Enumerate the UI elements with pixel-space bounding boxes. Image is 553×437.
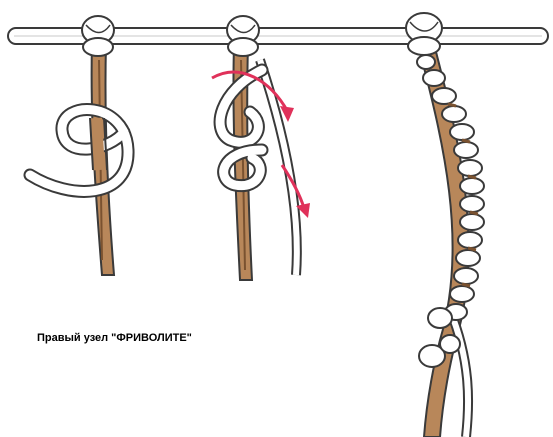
knot-stage-2: [212, 16, 310, 280]
knot-head-3: [406, 13, 442, 55]
knot-head-2: [227, 16, 259, 56]
diagram-caption: Правый узел "ФРИВОЛИТЕ": [37, 332, 192, 344]
knot-stage-1: [30, 16, 128, 275]
knot-stage-3: [406, 13, 484, 437]
knot-head-1: [82, 16, 114, 56]
